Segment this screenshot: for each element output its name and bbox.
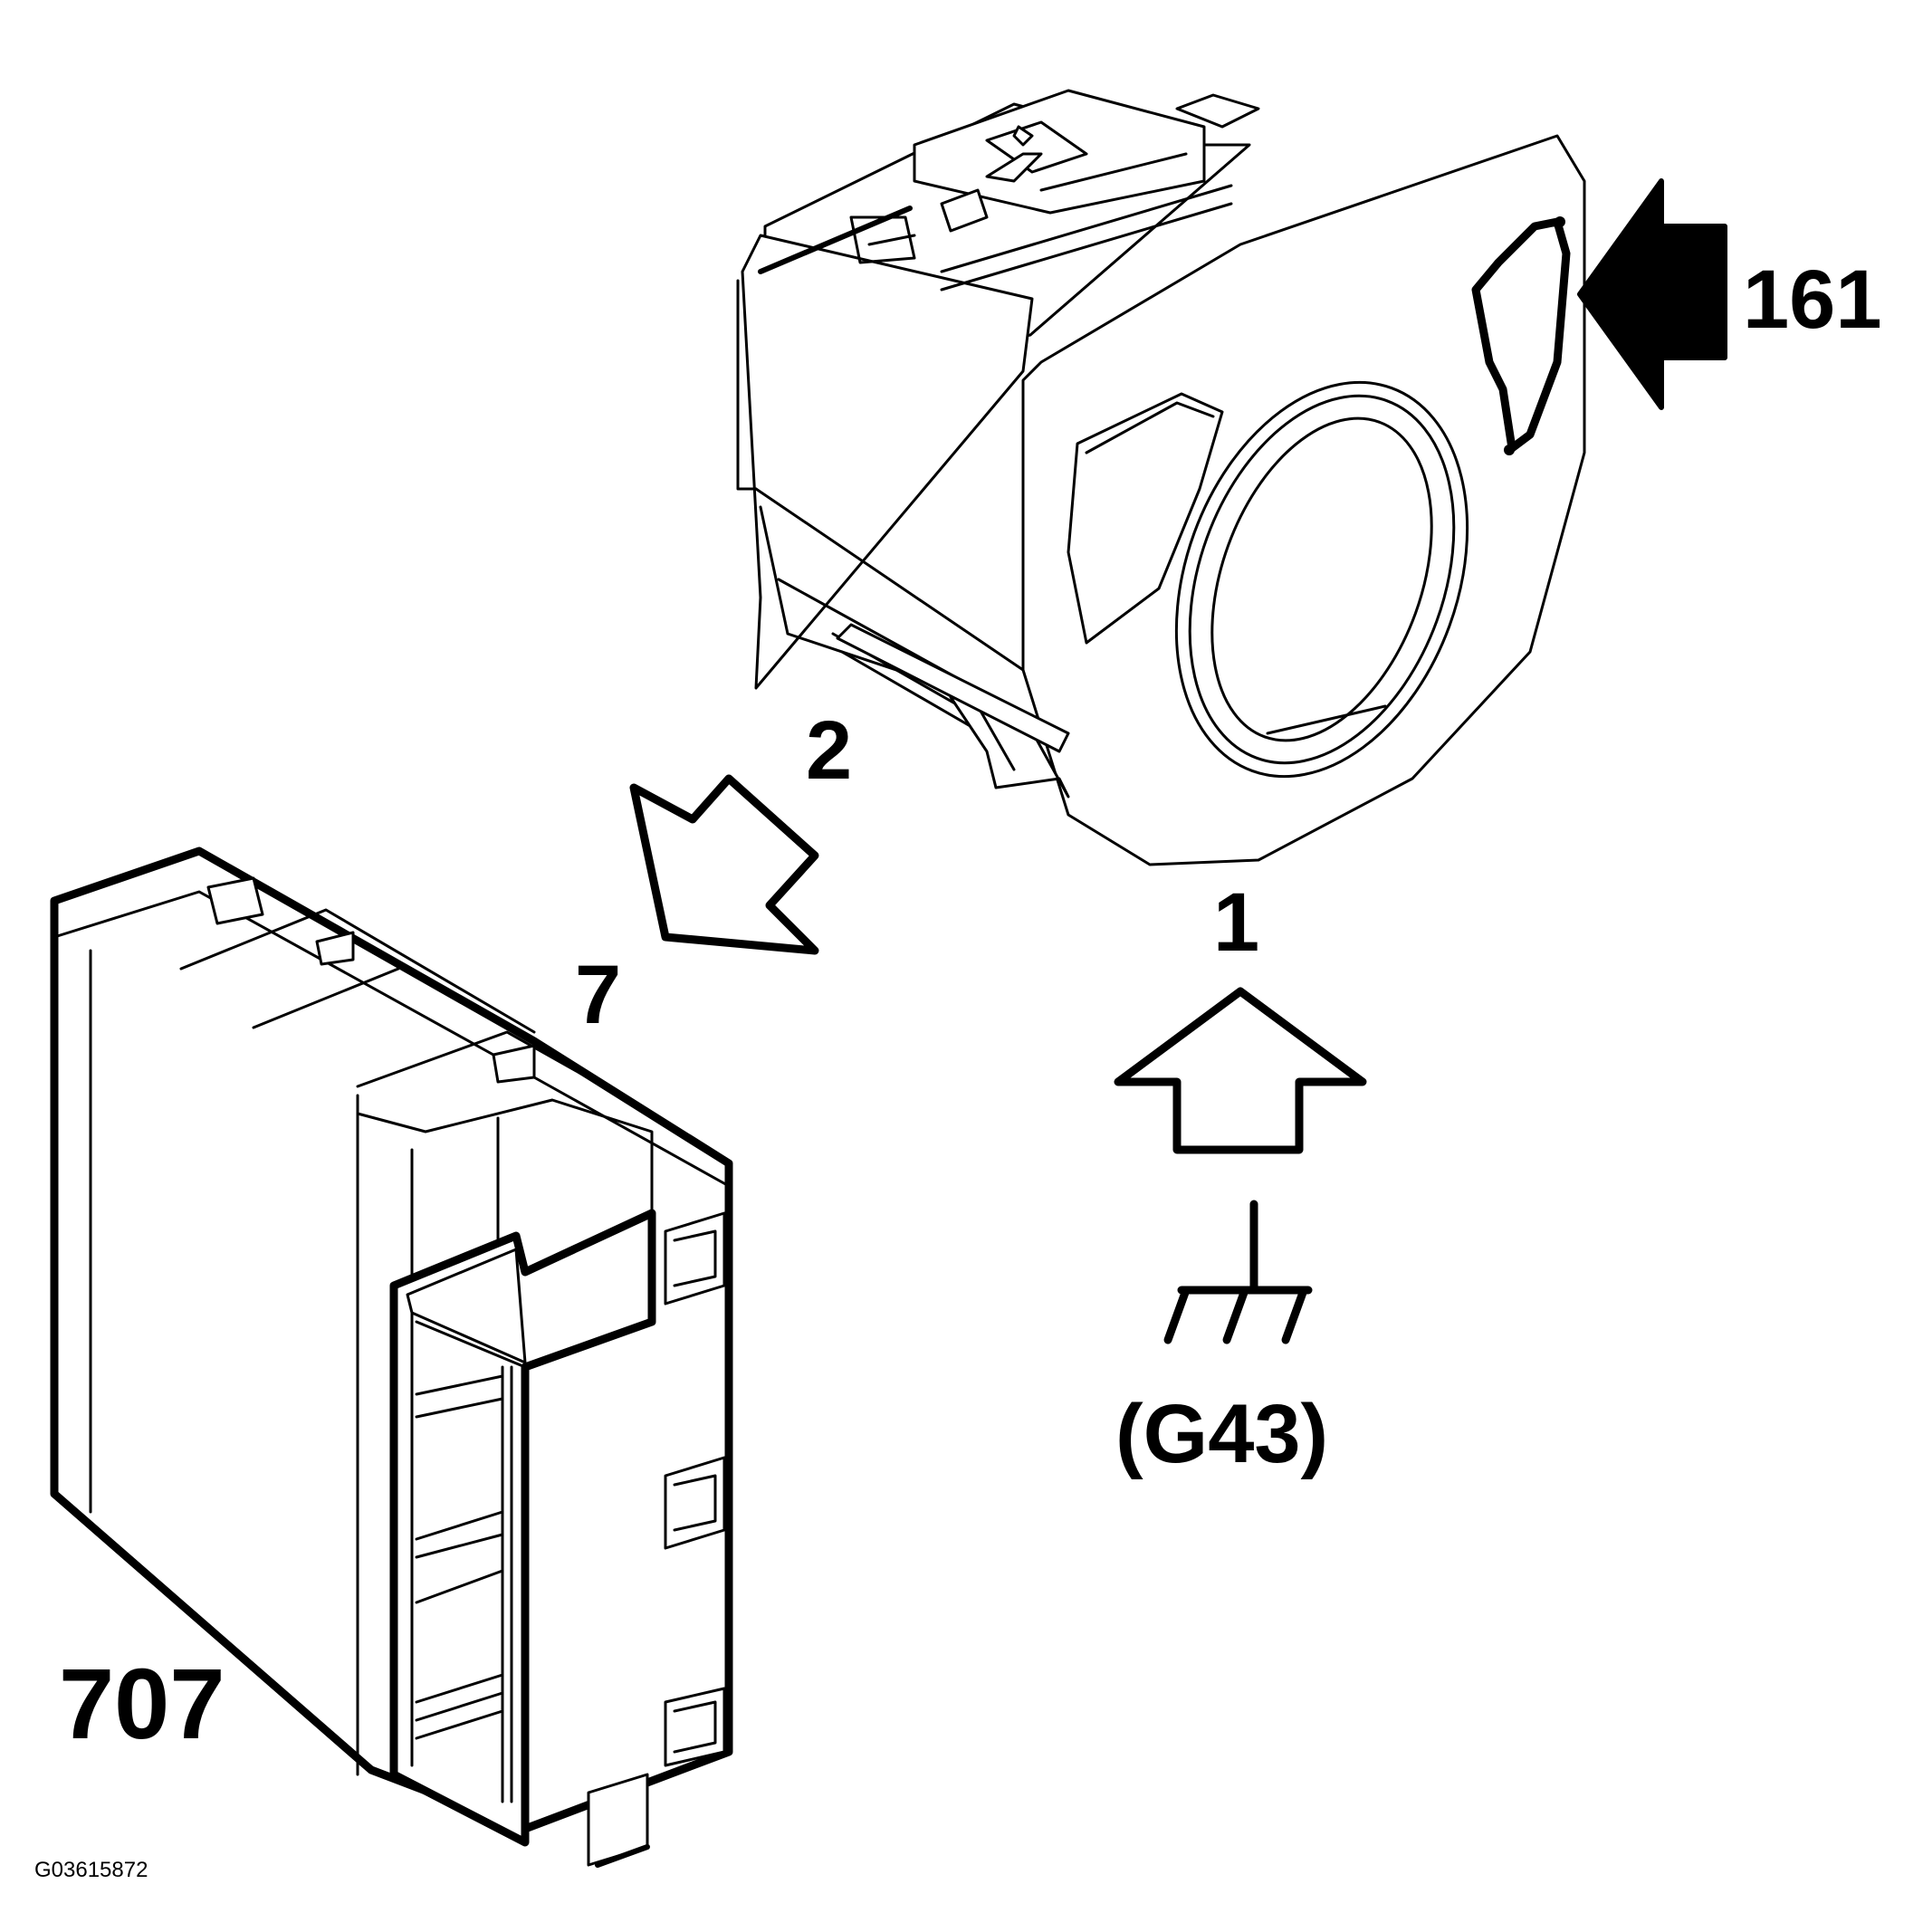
ground-code-label: (G43) <box>1115 1388 1328 1480</box>
arrow-icon <box>1114 987 1367 1154</box>
ignition-switch-illustration <box>736 89 1586 866</box>
connector-pin-label: 2 <box>806 704 852 797</box>
connector-pin-label: 7 <box>575 949 621 1041</box>
reader-number-label: 161 <box>1743 253 1882 346</box>
switch-number-label: 1 <box>1213 876 1259 969</box>
control-module-illustration <box>50 846 733 1868</box>
figure-code-label: G03615872 <box>34 1858 148 1882</box>
module-number-label: 707 <box>59 1649 225 1760</box>
arrow-icon <box>629 774 819 955</box>
arrow-icon <box>1577 178 1727 410</box>
ground-symbol-icon <box>1163 1200 1313 1344</box>
